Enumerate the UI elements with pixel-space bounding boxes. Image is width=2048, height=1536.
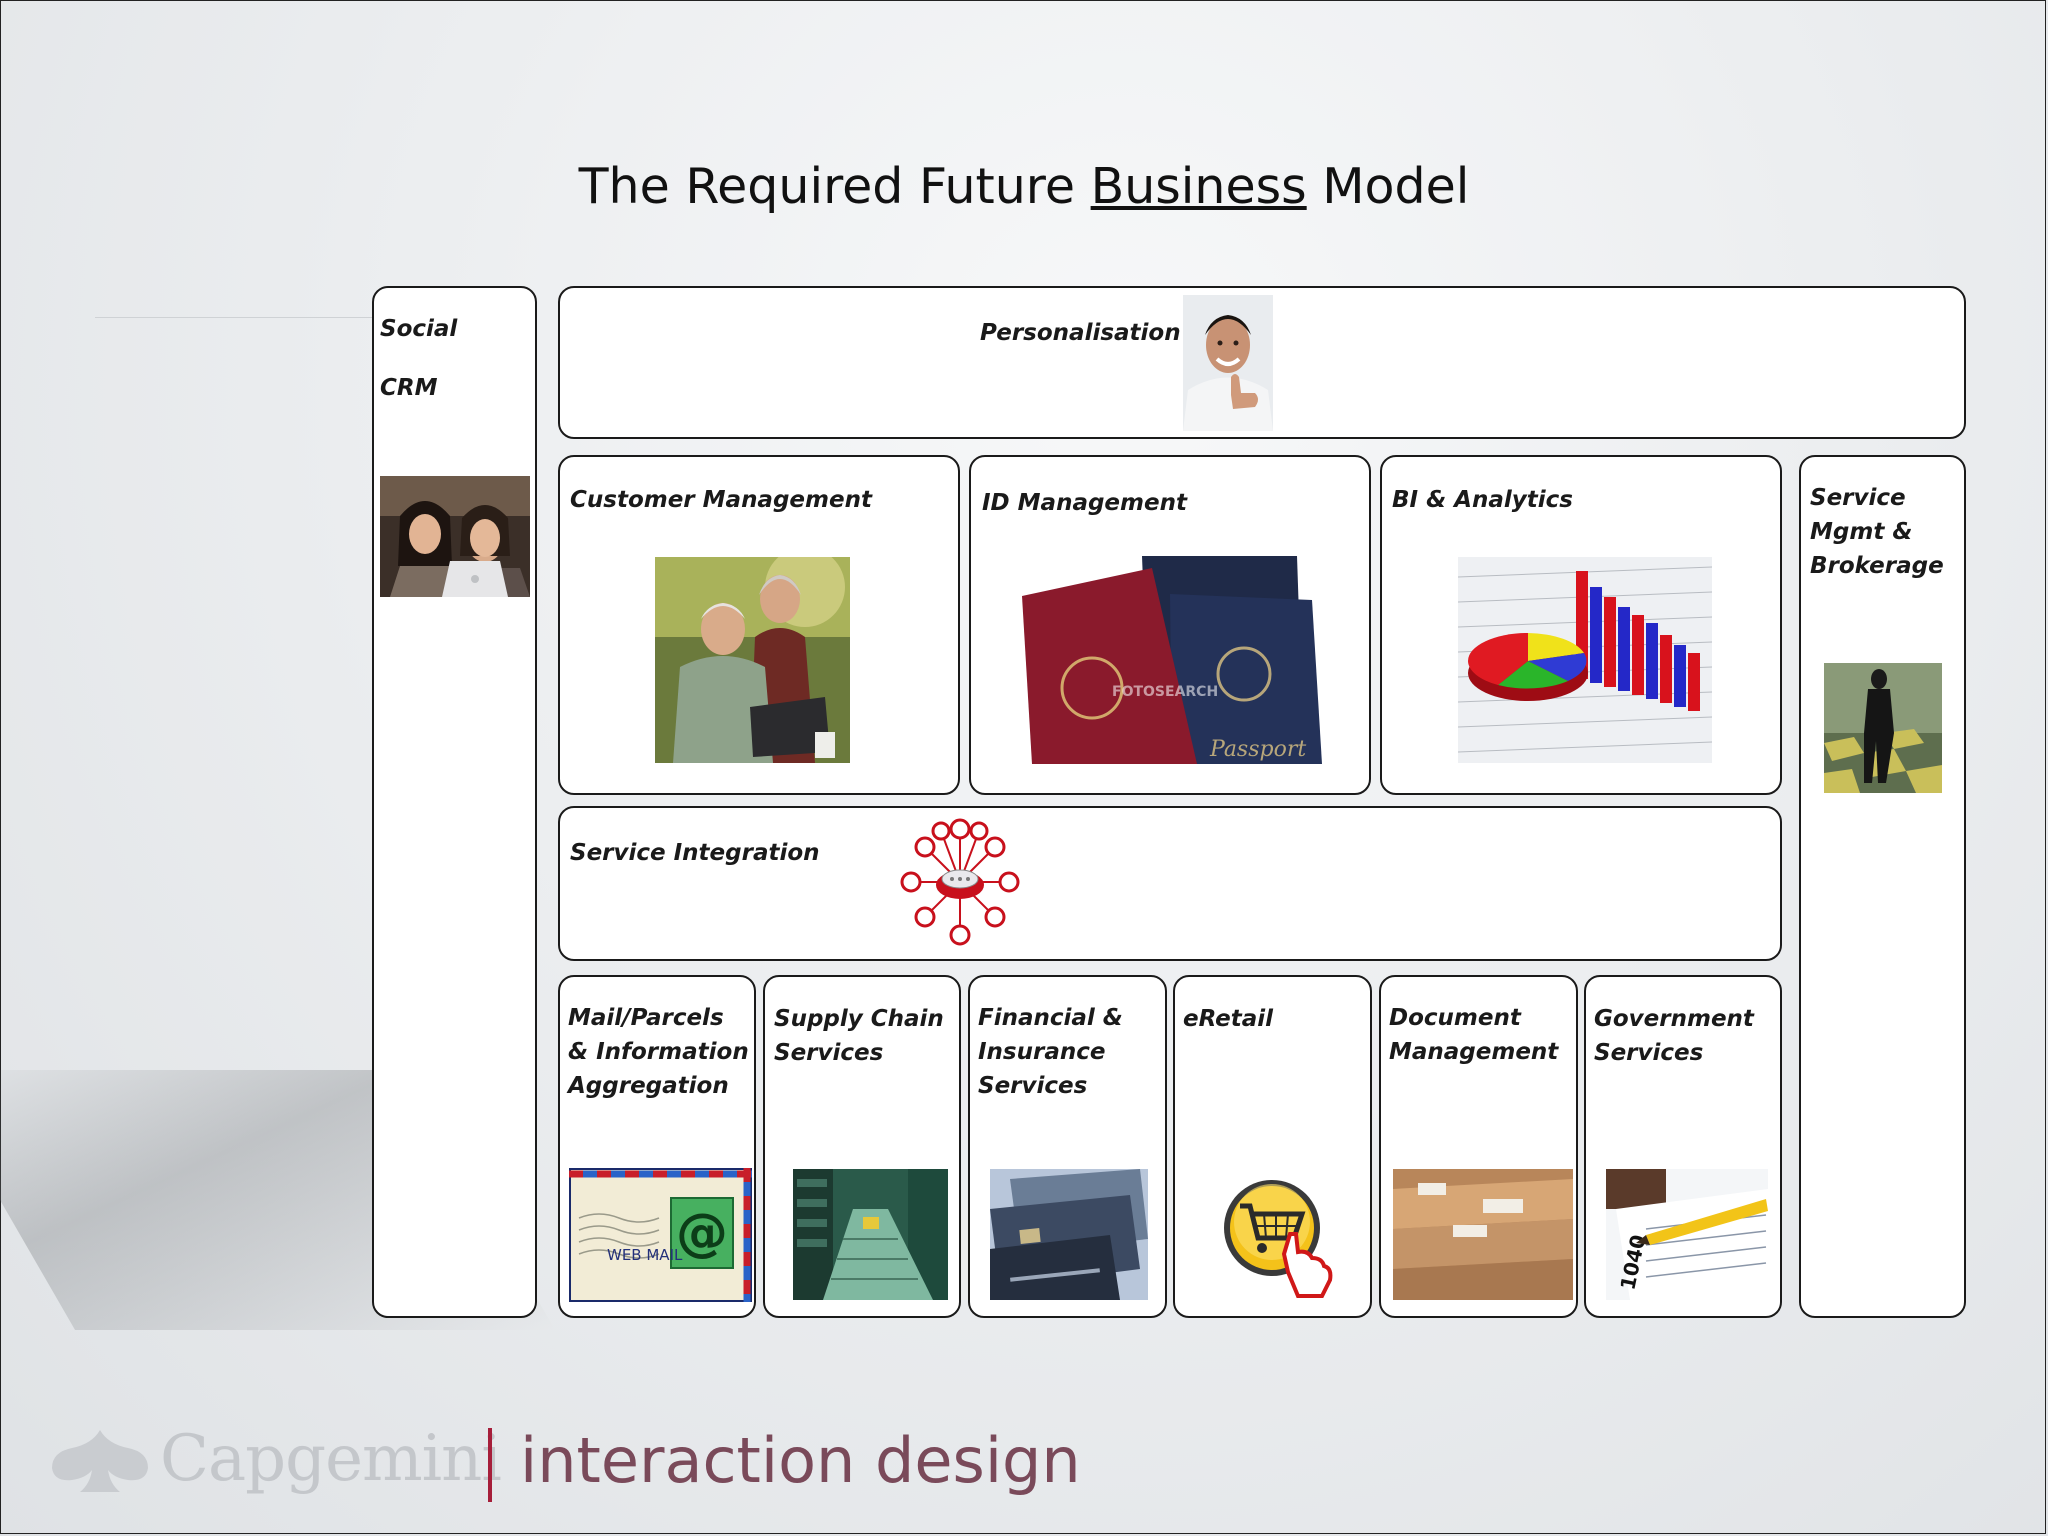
footer-logo: Capgemini interaction design: [48, 1418, 1148, 1508]
social-label: Social: [380, 316, 458, 342]
interaction-design-text: interaction design: [520, 1424, 1081, 1497]
businessman-chessboard-photo: [1824, 663, 1942, 793]
slide-title: The Required Future Business Model: [578, 158, 1470, 215]
warehouse-conveyor-photo: [793, 1169, 948, 1300]
bi-analytics-label: BI & Analytics: [1392, 487, 1573, 513]
svg-text:@: @: [676, 1203, 728, 1263]
file-folders-photo: [1393, 1169, 1573, 1300]
document-management-label: Document Management: [1389, 1005, 1559, 1065]
svg-text:WEB MAIL: WEB MAIL: [607, 1246, 683, 1264]
service-mgmt-box: [1799, 455, 1966, 1318]
svg-text:Passport: Passport: [1209, 737, 1306, 762]
network-hub-icon: [897, 817, 1023, 947]
financial-insurance-label: Financial & Insurance Services: [978, 1005, 1123, 1099]
elderly-couple-photo: [655, 557, 850, 763]
personalisation-label: Personalisation: [980, 320, 1181, 346]
customer-management-label: Customer Management: [570, 487, 872, 513]
thumbs-up-man-photo: [1183, 295, 1273, 431]
credit-cards-photo: [990, 1169, 1148, 1300]
svg-text:FOTOSEARCH: FOTOSEARCH: [1112, 684, 1218, 700]
tax-form-pencil-photo: 1040: [1606, 1169, 1768, 1300]
social-crm-box: [372, 286, 537, 1318]
webmail-envelope-image: @ WEB MAIL: [569, 1168, 752, 1302]
spade-logo-icon: [52, 1430, 148, 1492]
divider-line: [95, 317, 375, 318]
supply-chain-label: Supply Chain Services: [774, 1006, 944, 1066]
service-integration-box: [558, 806, 1782, 961]
id-management-label: ID Management: [982, 490, 1187, 516]
crm-label: CRM: [380, 375, 438, 401]
government-services-label: Government Services: [1594, 1006, 1754, 1066]
service-mgmt-label: Service Mgmt & Brokerage: [1810, 485, 1944, 579]
service-integration-label: Service Integration: [570, 840, 820, 866]
women-laptop-photo: [380, 476, 530, 597]
eretail-label: eRetail: [1183, 1006, 1274, 1032]
capgemini-brand: Capgemini: [160, 1422, 502, 1496]
footer-divider: [488, 1428, 492, 1502]
passports-photo: Passport FOTOSEARCH: [1022, 556, 1332, 764]
mail-parcels-label: Mail/Parcels & Information Aggregation: [568, 1005, 749, 1099]
analytics-chart-image: [1458, 557, 1712, 763]
shopping-cart-icon: [1218, 1172, 1340, 1300]
